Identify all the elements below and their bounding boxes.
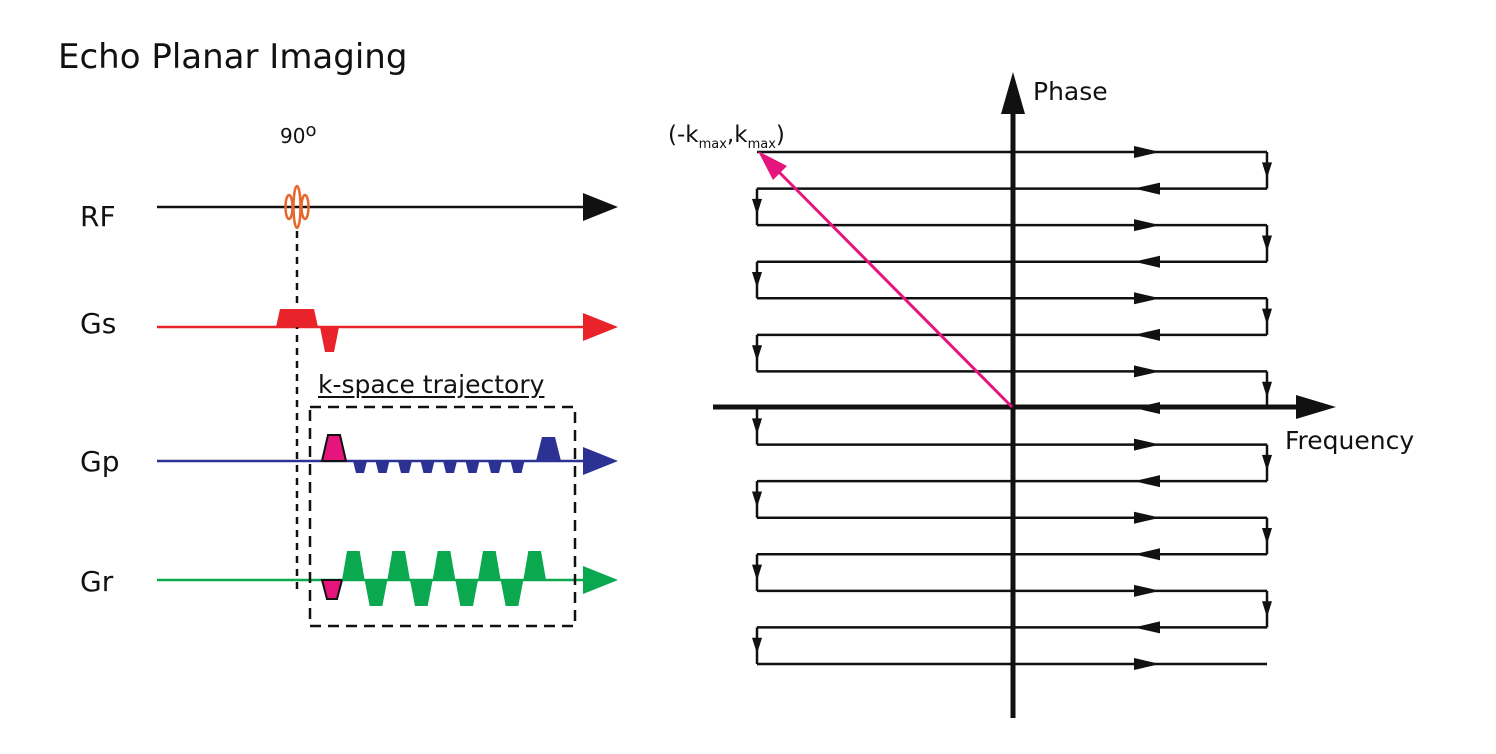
rf-row-label: RF [80, 200, 116, 233]
gs-row-label: Gs [80, 307, 117, 340]
phase-blip [398, 461, 412, 473]
trajectory-arrowhead-right [1134, 219, 1160, 232]
phase-blips [353, 461, 525, 473]
kspace-trajectory-label: k-space trajectory [318, 370, 545, 399]
gr-row-label: Gr [80, 565, 114, 598]
phase-blip [488, 461, 502, 473]
flip-angle-value: 90 [280, 124, 306, 148]
kmax-diagonal-arrowhead [758, 151, 787, 180]
trajectory-arrowhead-right [1134, 146, 1160, 158]
trajectory-arrowhead-right [1134, 365, 1160, 378]
rf-pulse [284, 184, 310, 230]
trajectory-connector-arrowhead [752, 198, 762, 215]
kmax-sub-1: max [698, 137, 727, 152]
phase-blip [443, 461, 457, 473]
trajectory-connector-arrowhead [752, 345, 762, 362]
frequency-axis-label: Frequency [1285, 426, 1415, 455]
phase-blip [420, 461, 435, 473]
kmax-open: (-k [668, 122, 699, 148]
kspace-plot [713, 72, 1336, 718]
readout-lobe-positive [387, 551, 410, 580]
trajectory-arrowhead-right [1134, 292, 1160, 305]
trajectory-arrowhead-left [1134, 328, 1160, 341]
trajectory-arrowhead-left [1134, 548, 1160, 561]
gr-timeline-arrowhead [583, 566, 618, 594]
readout-lobe-positive [342, 551, 365, 580]
trajectory-connector-arrowhead [1262, 308, 1272, 325]
trajectory-arrowhead-right [1134, 584, 1160, 597]
phase-blip [465, 461, 480, 473]
trajectory-connector-arrowhead [1262, 528, 1272, 545]
trajectory-arrowhead-right [1134, 438, 1160, 451]
rf-timeline-arrowhead [583, 193, 618, 221]
gs-timeline-arrowhead [583, 313, 618, 341]
gp-timeline-arrowhead [583, 447, 618, 475]
phase-blip [353, 461, 367, 473]
trajectory-arrowhead-left [1134, 621, 1160, 634]
phase-blip [510, 461, 525, 473]
readout-lobe-positive [523, 551, 546, 580]
readout-gradient [320, 551, 546, 606]
flip-angle-label: 90o [280, 122, 316, 148]
trajectory-arrowhead-left [1134, 182, 1160, 195]
phase-blip [375, 461, 390, 473]
readout-lobes [342, 551, 546, 606]
phase-rewinder [536, 437, 561, 461]
readout-prephaser [320, 579, 344, 600]
kmax-sub-2: max [747, 137, 776, 152]
phase-axis-label: Phase [1033, 77, 1108, 106]
kmax-sep: ,k [726, 122, 748, 148]
trajectory-connector-arrowhead [1262, 235, 1272, 252]
phase-prephaser [320, 434, 348, 462]
flip-angle-degree: o [305, 120, 317, 141]
readout-lobe-negative [364, 580, 388, 606]
kmax-diagonal-arrow [776, 169, 1014, 409]
trajectory-connector-arrowhead [752, 272, 762, 289]
kspace-trajectory-box [308, 405, 577, 628]
slice-select-gradient [276, 309, 339, 352]
readout-lobe-positive [478, 551, 501, 580]
phase-encode-gradient [320, 434, 561, 473]
page-title: Echo Planar Imaging [58, 37, 408, 77]
trajectory-connector-arrowhead [1262, 601, 1272, 618]
readout-lobe-negative [500, 580, 524, 606]
sequence-timelines [157, 193, 618, 594]
readout-lobe-negative [410, 580, 433, 606]
trajectory-connector-arrowhead [1262, 162, 1272, 179]
trajectory-arrowhead-right [1134, 511, 1160, 524]
trajectory-connector-arrowhead [1262, 454, 1272, 471]
frequency-axis-arrowhead [1296, 395, 1336, 419]
gp-row-label: Gp [80, 445, 120, 478]
trajectory-arrowhead-right [1134, 658, 1160, 670]
phase-axis-arrowhead [1001, 72, 1025, 114]
trajectory-connector-arrowhead [752, 418, 762, 435]
trajectory-arrowhead-left [1134, 255, 1160, 268]
trajectory-connector-arrowhead [1262, 381, 1272, 398]
trajectory-connector-arrowhead [752, 637, 762, 654]
kmax-close: ) [775, 122, 785, 148]
trajectory-connector-arrowhead [752, 564, 762, 581]
trajectory-connector-arrowhead [752, 491, 762, 508]
readout-lobe-negative [455, 580, 478, 606]
readout-lobe-positive [432, 551, 456, 580]
kmax-corner-label: (-kmax,kmax) [668, 122, 785, 152]
trajectory-arrowhead-left [1134, 475, 1160, 488]
